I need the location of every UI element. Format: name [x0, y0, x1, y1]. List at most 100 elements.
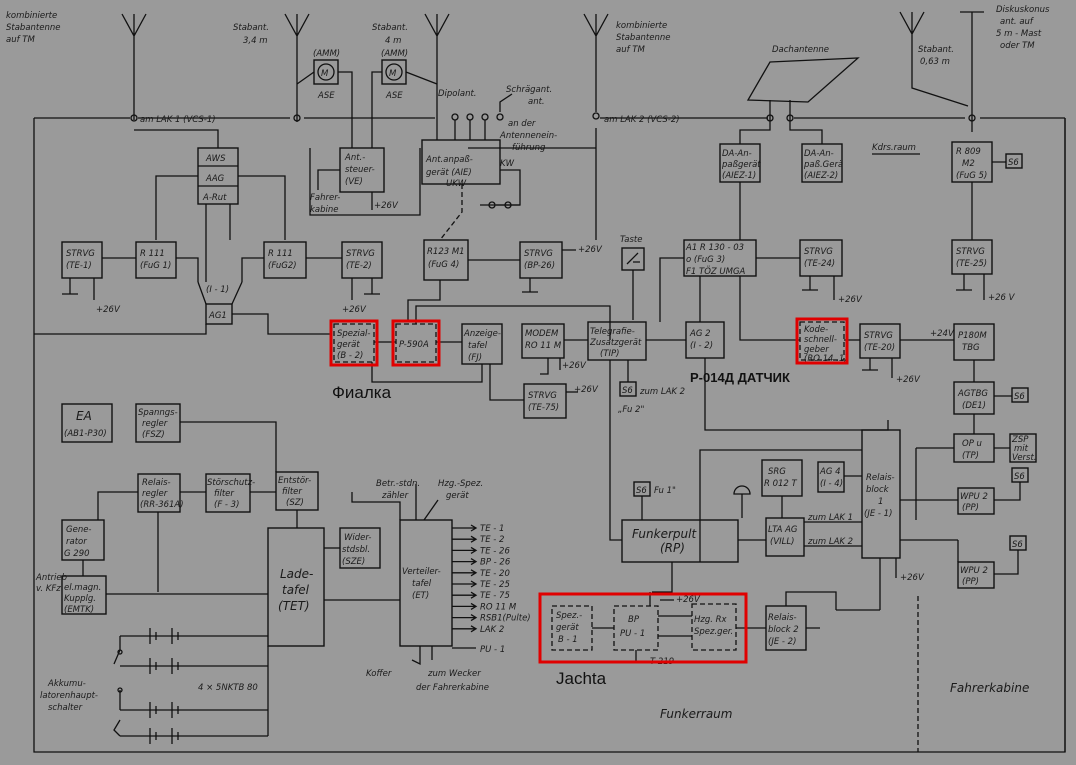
- svg-text:(VILL): (VILL): [770, 537, 794, 547]
- svg-text:Koffer: Koffer: [366, 669, 392, 679]
- block-funkerpult: Funkerpult (RP): [621, 449, 862, 593]
- block-ag4: AG 4 (I - 4): [817, 461, 862, 493]
- block-stoerschutz: Störschutz- filter (F - 3): [205, 473, 276, 513]
- svg-text:(SZ): (SZ): [286, 498, 304, 508]
- block-r809: R 809 M2 (FuG 5) S6: [951, 141, 1023, 240]
- ase2-label: ASE: [385, 91, 403, 101]
- svg-text:(TP): (TP): [962, 451, 979, 461]
- amm2-label: (AMM): [381, 49, 408, 59]
- svg-text:(RO 14 .1): (RO 14 .1): [804, 354, 848, 364]
- block-strvg-te24: STRVG (TE-24) +26V: [799, 239, 863, 305]
- label-kombi-left-3: auf TM: [6, 35, 35, 45]
- svg-text:(RR-361A): (RR-361A): [140, 500, 184, 510]
- svg-text:(FuG2): (FuG2): [268, 261, 297, 271]
- svg-text:Taste: Taste: [620, 235, 643, 245]
- svg-text:AAG: AAG: [205, 174, 225, 184]
- block-r130: A1 R 130 - 03 o (FuG 3) F1 TÖZ UMGA: [683, 239, 800, 341]
- svg-text:(AB1-P30): (AB1-P30): [64, 429, 107, 439]
- block-spannregler: Spanngs- regler (FSZ): [135, 403, 277, 472]
- annotation-datchik: Р-014Д ДАТЧИК: [690, 370, 790, 385]
- svg-text:S6: S6: [1014, 472, 1025, 482]
- block-lta: LTA AG (VILL) zum LAK 1 zum LAK 2: [765, 513, 862, 557]
- svg-text:Wider-: Wider-: [344, 533, 372, 543]
- svg-text:WPU 2: WPU 2: [960, 492, 988, 502]
- svg-text:S6: S6: [1008, 158, 1019, 168]
- svg-text:o (FuG 3): o (FuG 3): [686, 255, 725, 265]
- svg-text:+26V: +26V: [562, 361, 587, 371]
- svg-text:zum LAK 1: zum LAK 1: [807, 513, 853, 523]
- svg-text:R 012 T: R 012 T: [764, 479, 798, 489]
- svg-text:zum LAK 2: zum LAK 2: [639, 387, 685, 397]
- wire-r130-tel: [595, 128, 684, 322]
- svg-text:(I - 1): (I - 1): [206, 285, 229, 295]
- svg-text:Gene-: Gene-: [66, 525, 92, 535]
- antenna-stab-063: Stabant. 0,63 m: [899, 11, 969, 107]
- svg-text:(AIEZ-2): (AIEZ-2): [804, 171, 838, 181]
- svg-text:DA-An-: DA-An-: [722, 149, 752, 159]
- svg-text:(JE - 1): (JE - 1): [864, 509, 892, 519]
- svg-text:M2: M2: [962, 159, 975, 169]
- svg-text:Betr.-stdn.: Betr.-stdn.: [376, 479, 420, 489]
- svg-text:el.magn.: el.magn.: [64, 583, 101, 593]
- svg-text:1: 1: [878, 497, 883, 507]
- svg-text:+24V: +24V: [930, 329, 955, 339]
- svg-text:Ant.anpaß-: Ant.anpaß-: [425, 155, 473, 165]
- svg-text:STRVG: STRVG: [66, 249, 95, 259]
- svg-text:Hzg. Rx: Hzg. Rx: [694, 615, 728, 625]
- svg-text:mit: mit: [1014, 444, 1029, 454]
- svg-text:steuer-: steuer-: [345, 165, 375, 175]
- amm1-label: (AMM): [313, 49, 340, 59]
- svg-text:AWS: AWS: [205, 154, 226, 164]
- verteiler-output-arrow: [452, 569, 478, 577]
- svg-text:tafel: tafel: [412, 579, 432, 589]
- svg-text:(TE-75): (TE-75): [528, 403, 559, 413]
- svg-text:schalter: schalter: [48, 703, 83, 713]
- svg-text:(EMTK): (EMTK): [64, 605, 94, 615]
- svg-text:4 × 5NKTB 80: 4 × 5NKTB 80: [198, 683, 258, 693]
- block-strvg-te20: STRVG (TE-20) +26V +24V: [859, 323, 955, 385]
- svg-text:WPU 2: WPU 2: [960, 566, 988, 576]
- label-dipol: Dipolant.: [438, 89, 477, 99]
- label-stab4-2: 4 m: [385, 36, 401, 46]
- svg-text:Anzeige-: Anzeige-: [463, 329, 501, 339]
- antenna-diskus: Diskuskonus ant. auf 5 m - Mast oder TM: [960, 5, 1050, 132]
- block-p590a: P-590A: [395, 305, 611, 363]
- svg-text:G 290: G 290: [64, 549, 90, 559]
- svg-text:schnell-: schnell-: [804, 335, 837, 345]
- svg-text:(TE-2): (TE-2): [346, 261, 372, 271]
- svg-text:(PP): (PP): [962, 577, 979, 587]
- svg-text:STRVG: STRVG: [346, 249, 375, 259]
- svg-text:F1 TÖZ UMGA: F1 TÖZ UMGA: [686, 266, 746, 277]
- block-spez-b1: Spez.- gerät B - 1: [551, 605, 614, 651]
- svg-text:Entstör-: Entstör-: [278, 476, 311, 486]
- block-relais1: Relais- block 1 (JE - 1) +26V: [836, 429, 958, 611]
- block-da-anpass-2: DA-An- paß.Gerä (AIEZ-2): [789, 118, 843, 183]
- svg-text:Ant.-: Ant.-: [344, 153, 365, 163]
- block-aws-aag: AWS AAG A-Rut: [134, 129, 286, 282]
- svg-text:+26V: +26V: [574, 385, 599, 395]
- label-betr: Betr.-stdn. zähler Hzg.-Spez. gerät: [351, 479, 483, 521]
- verteiler-output-arrow: [452, 546, 478, 554]
- svg-text:Verteiler-: Verteiler-: [402, 567, 441, 577]
- label-kombi-right-2: Stabantenne: [616, 33, 671, 43]
- verteiler-output-label: BP - 26: [480, 558, 511, 568]
- block-agtbg: AGTBG (DE1) S6: [953, 381, 1029, 434]
- block-srg: SRG R 012 T: [761, 459, 803, 518]
- svg-text:+26V: +26V: [374, 201, 399, 211]
- svg-text:STRVG: STRVG: [804, 247, 833, 257]
- svg-text:(DE1): (DE1): [962, 401, 986, 411]
- block-strvg-te75: STRVG (TE-75) +26V: [523, 383, 599, 419]
- svg-text:+26V: +26V: [900, 573, 925, 583]
- ase1-label: ASE: [317, 91, 335, 101]
- amm-ase-1: M (AMM) ASE: [296, 49, 353, 148]
- block-generator: Gene- rator G 290: [61, 519, 105, 576]
- svg-text:KW: KW: [500, 159, 515, 169]
- svg-text:(PP): (PP): [962, 503, 979, 513]
- label-stab4-1: Stabant.: [372, 23, 408, 33]
- label-schraeg-2: ant.: [528, 97, 545, 107]
- svg-text:Kupplg.: Kupplg.: [64, 594, 96, 604]
- svg-text:Spez.-: Spez.-: [556, 611, 582, 621]
- label-lak2: am LAK 2 (VCS-2): [604, 115, 680, 125]
- svg-text:(FuG 4): (FuG 4): [428, 260, 459, 270]
- svg-text:gerät: gerät: [337, 340, 360, 350]
